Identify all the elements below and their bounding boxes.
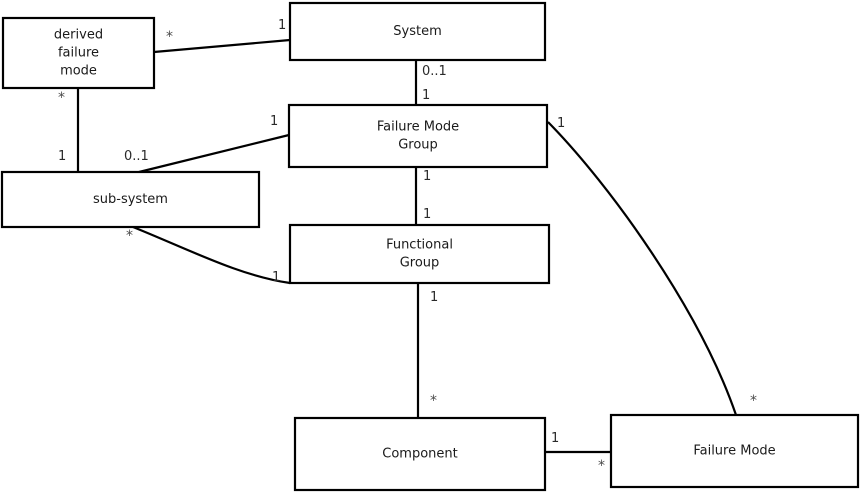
class-name-label: failure bbox=[58, 46, 99, 61]
multiplicity-label: * bbox=[598, 458, 605, 474]
multiplicity-label: * bbox=[750, 393, 757, 409]
class-name-label: Failure Mode bbox=[377, 120, 459, 135]
class-box-system[interactable]: System bbox=[288, 1, 547, 62]
multiplicity-label: * bbox=[430, 393, 437, 409]
multiplicity-labels-layer: * 1 0..1 1 0..1 1 * 1 1 1 * 1 1 * 1 * 1 * bbox=[58, 18, 757, 474]
class-name-label: Group bbox=[400, 256, 440, 271]
association-sub-system--functional-group[interactable] bbox=[132, 225, 291, 285]
association-failure-mode-group--failure-mode[interactable] bbox=[547, 121, 738, 416]
multiplicity-label: 1 bbox=[58, 149, 66, 164]
multiplicity-label: * bbox=[126, 228, 133, 244]
class-name-label: mode bbox=[60, 64, 97, 79]
multiplicity-label: * bbox=[58, 90, 65, 106]
multiplicity-label: 1 bbox=[551, 431, 559, 446]
class-box-failure-mode[interactable]: Failure Mode bbox=[609, 413, 860, 489]
class-box-derived-failure-mode[interactable]: derived failure mode bbox=[1, 16, 156, 90]
class-box-sub-system[interactable]: sub-system bbox=[0, 170, 261, 229]
class-name-label: Group bbox=[398, 138, 438, 153]
class-box-outline bbox=[0, 170, 261, 229]
association-sub-system--failure-mode-group[interactable] bbox=[138, 133, 290, 174]
association-derived-failure-mode--system[interactable] bbox=[153, 38, 291, 54]
class-name-label: Failure Mode bbox=[693, 444, 775, 459]
multiplicity-label: 1 bbox=[272, 270, 280, 285]
multiplicity-label: 1 bbox=[422, 88, 430, 103]
class-name-label: Component bbox=[382, 447, 457, 462]
multiplicity-label: 1 bbox=[423, 169, 431, 184]
class-box-outline bbox=[609, 413, 860, 489]
multiplicity-label: 1 bbox=[270, 114, 278, 129]
class-box-outline bbox=[288, 1, 547, 62]
multiplicity-label: 0..1 bbox=[422, 64, 447, 79]
multiplicity-label: 0..1 bbox=[124, 149, 149, 164]
class-box-component[interactable]: Component bbox=[293, 416, 547, 492]
multiplicity-label: 1 bbox=[423, 207, 431, 222]
class-name-label: sub-system bbox=[93, 192, 168, 207]
multiplicity-label: 1 bbox=[430, 290, 438, 305]
multiplicity-label: 1 bbox=[557, 116, 565, 131]
class-box-outline bbox=[1, 16, 156, 90]
class-box-outline bbox=[293, 416, 547, 492]
multiplicity-label: * bbox=[166, 29, 173, 45]
class-name-label: derived bbox=[54, 28, 103, 43]
class-box-outline bbox=[287, 103, 549, 169]
class-name-label: System bbox=[393, 24, 441, 39]
class-name-label: Functional bbox=[386, 238, 453, 253]
multiplicity-label: 1 bbox=[278, 18, 286, 33]
associations-layer bbox=[76, 38, 738, 454]
class-box-outline bbox=[288, 223, 551, 285]
